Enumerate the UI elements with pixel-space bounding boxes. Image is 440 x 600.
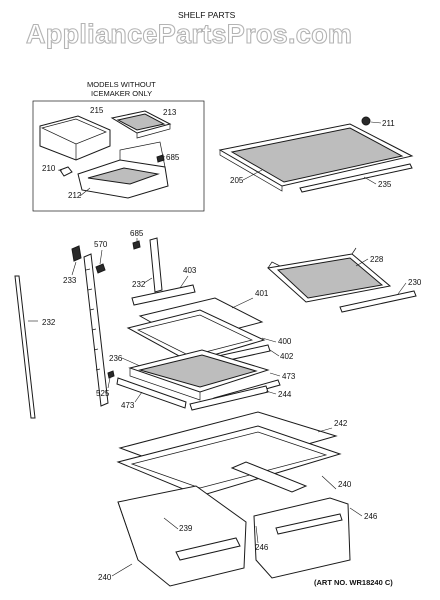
inset-title-line1: MODELS WITHOUT [87, 80, 156, 89]
part-center-rail [83, 253, 109, 407]
callout-236: 236 [109, 354, 123, 363]
callout-403: 403 [183, 266, 197, 275]
callout-233: 233 [63, 276, 77, 285]
part-228-wire-shelf [266, 247, 392, 303]
callout-240-drawer: 240 [98, 573, 112, 582]
callout-213: 213 [163, 108, 177, 117]
callout-246-left: 246 [255, 543, 269, 552]
part-685-clip [132, 240, 141, 250]
part-244-front-trim [189, 385, 269, 411]
part-232-shelf-support [149, 237, 163, 293]
inset-box: MODELS WITHOUT ICEMAKER ONLY 215 2 [32, 80, 205, 212]
part-400-shelf-frame [126, 309, 266, 363]
callout-473-right: 473 [282, 372, 296, 381]
callout-246-right: 246 [364, 512, 378, 521]
part-570-screw [95, 263, 106, 274]
part-212-ice-bin [77, 141, 169, 199]
part-525-screw [107, 370, 115, 379]
callout-685-inset: 685 [166, 153, 180, 162]
part-236-slide-shelf [128, 349, 270, 401]
callout-525: 525 [96, 389, 110, 398]
part-211-clip [361, 116, 371, 126]
inset-title-line2: ICEMAKER ONLY [91, 89, 152, 98]
part-473-rail-left [116, 377, 187, 409]
part-233-bracket [71, 245, 82, 262]
callout-570: 570 [94, 240, 108, 249]
callout-232-support: 232 [132, 280, 146, 289]
part-230-shelf-trim [339, 290, 417, 313]
callout-244: 244 [278, 390, 292, 399]
inset-border [32, 100, 205, 212]
callout-215: 215 [90, 106, 104, 115]
watermark-text: AppliancePartsPros.com [26, 19, 352, 49]
callout-228: 228 [370, 255, 384, 264]
part-685-clip-inset [156, 154, 165, 163]
callout-212: 212 [68, 191, 82, 200]
callout-210: 210 [42, 164, 56, 173]
callout-685: 685 [130, 229, 144, 238]
part-215-ice-tray [39, 115, 111, 161]
callout-402: 402 [280, 352, 294, 361]
art-number: (ART NO. WR18240 C) [314, 578, 393, 587]
part-205-wire-shelf [218, 123, 414, 192]
part-213-cube-tray [110, 110, 172, 139]
callout-211: 211 [382, 119, 395, 128]
part-210-screw [59, 166, 73, 177]
callout-230: 230 [408, 278, 422, 287]
callout-235: 235 [378, 180, 392, 189]
part-240-crisper-frame [116, 425, 342, 497]
callout-232-rail: 232 [42, 318, 56, 327]
callout-401: 401 [255, 289, 269, 298]
part-crisper-drawer-right [253, 497, 351, 579]
diagram-title: SHELF PARTS [178, 10, 236, 20]
callout-400: 400 [278, 337, 292, 346]
part-246-divider [230, 461, 308, 493]
part-235-shelf-trim [299, 163, 413, 193]
callout-473-left: 473 [121, 401, 135, 410]
callout-242: 242 [334, 419, 348, 428]
callout-239: 239 [179, 524, 193, 533]
callout-240-frame: 240 [338, 480, 352, 489]
part-403-front-trim [131, 284, 196, 306]
callout-205: 205 [230, 176, 244, 185]
part-232-left-rail [14, 275, 36, 419]
part-crisper-drawer-left [117, 485, 247, 587]
